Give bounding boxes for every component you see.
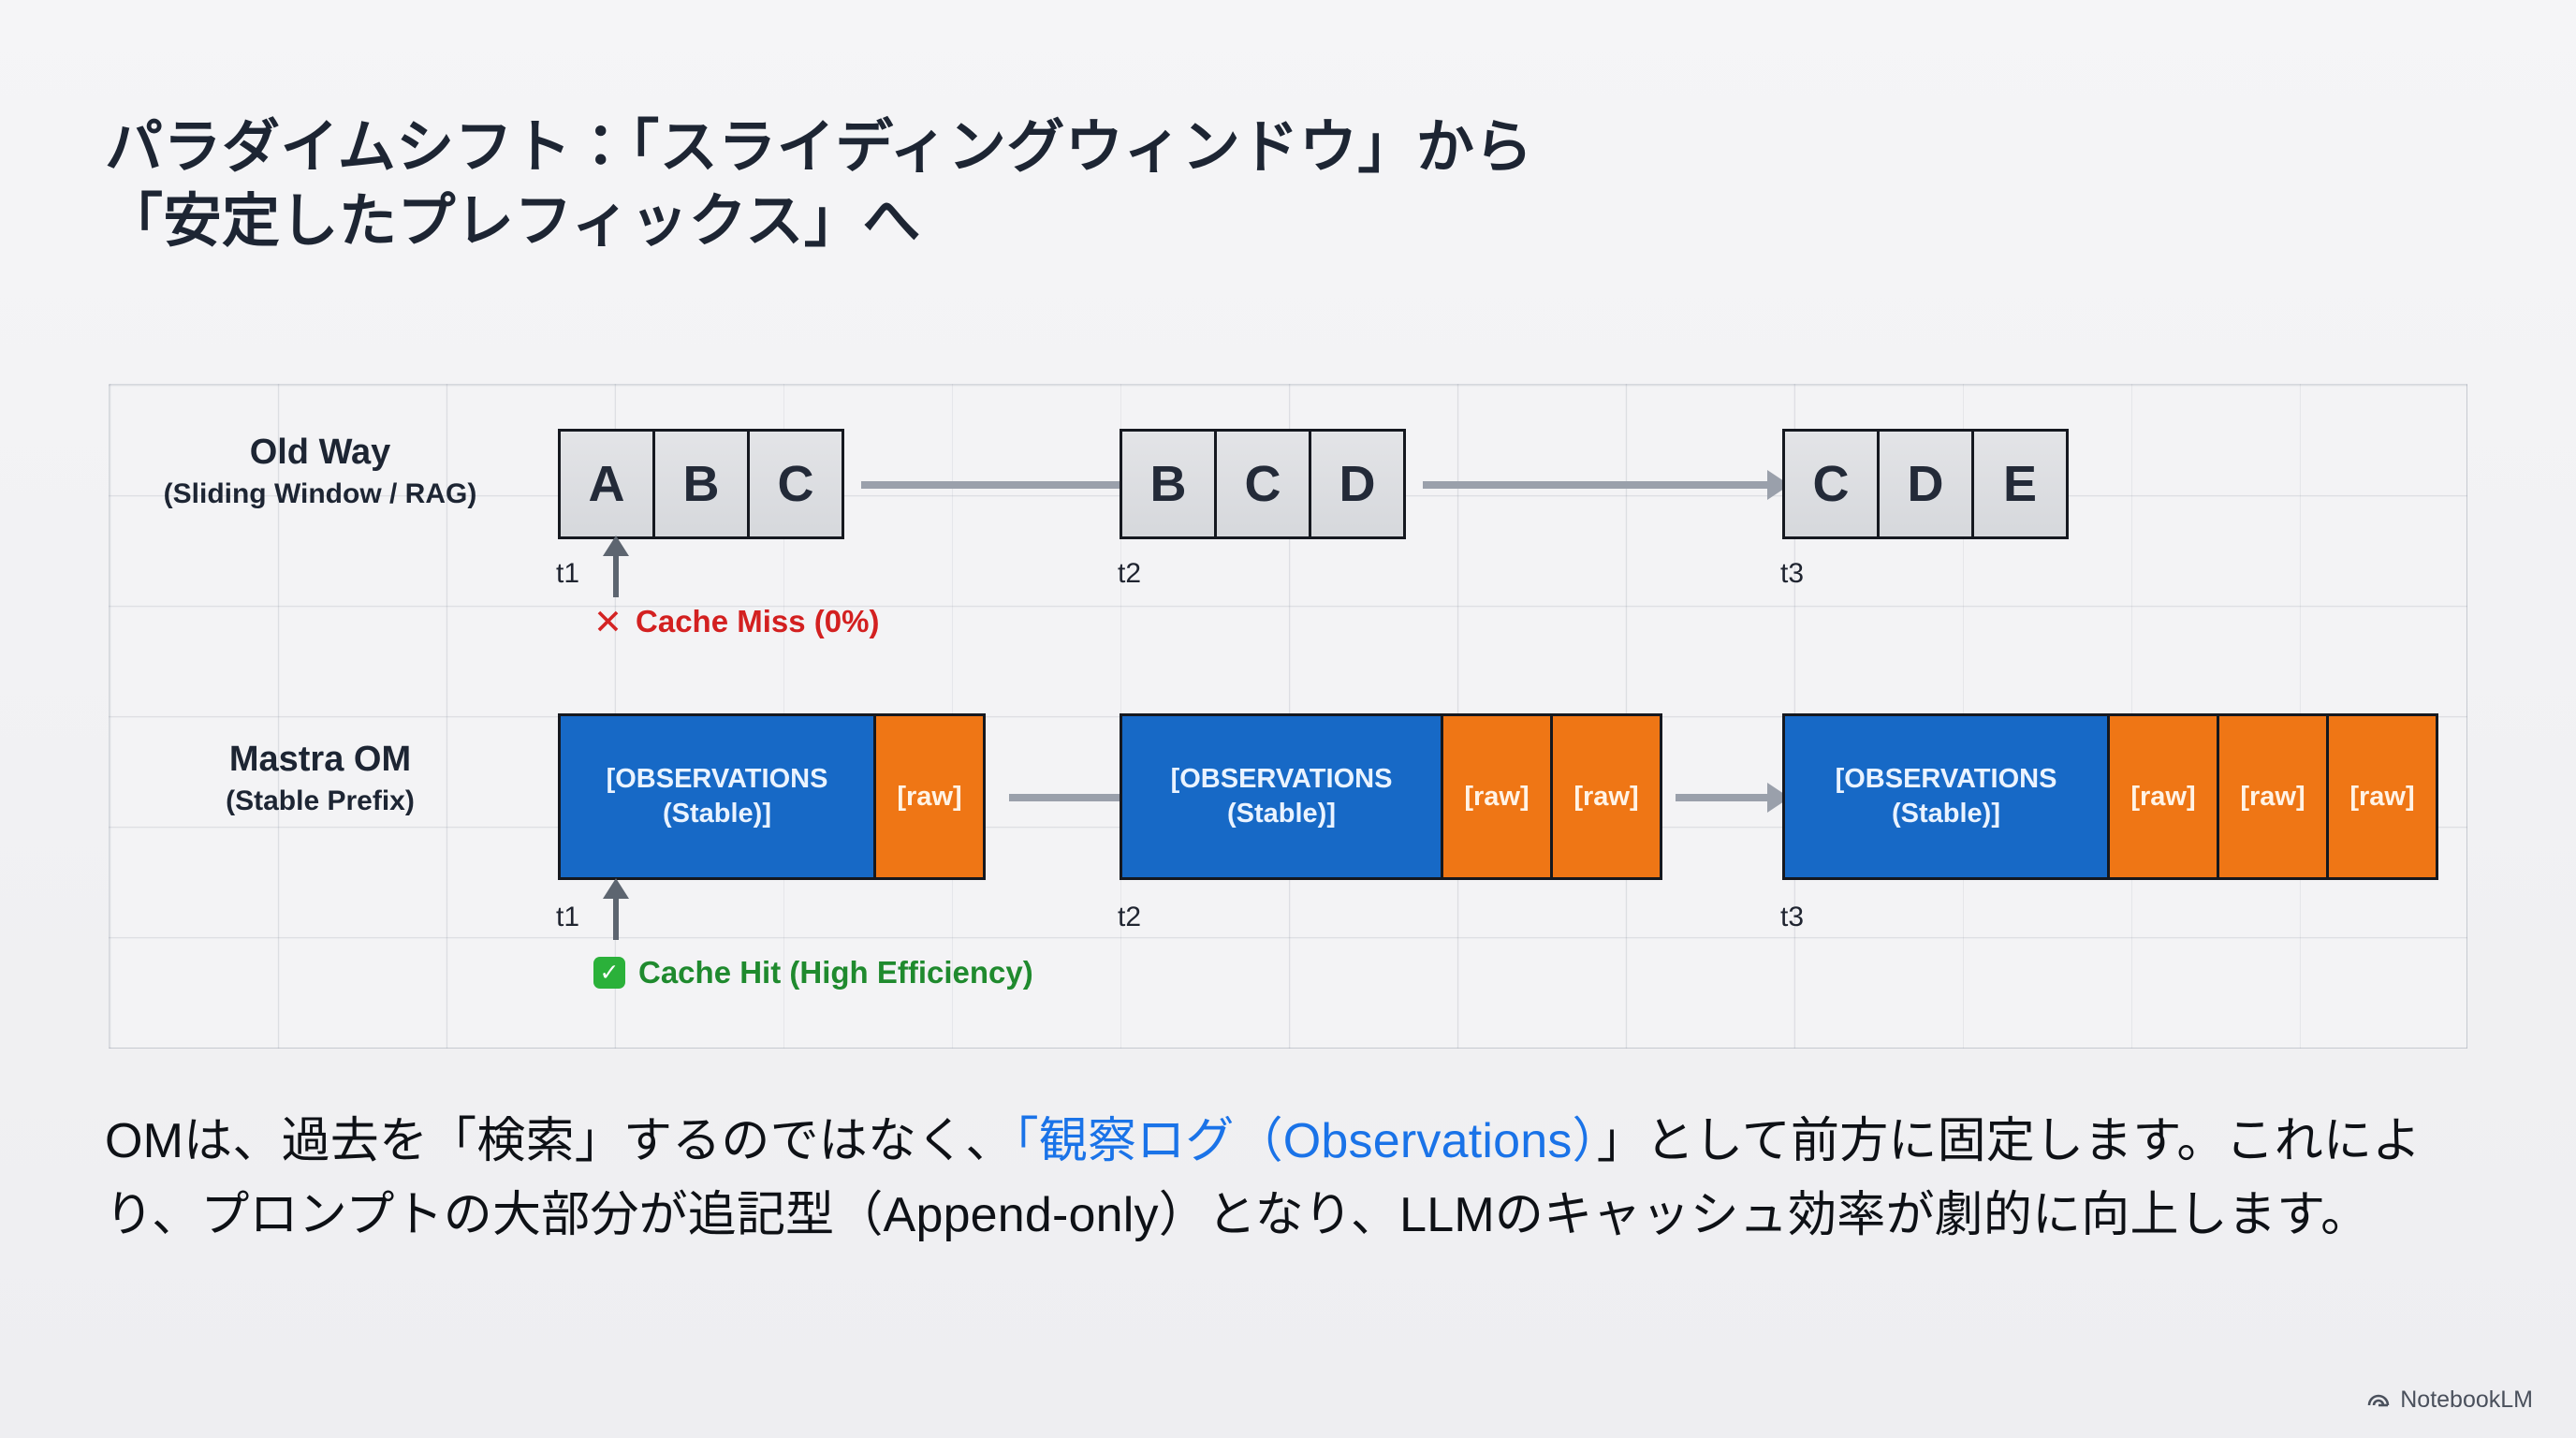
body-paragraph: OMは、過去を「検索」するのではなく、「観察ログ（Observations）」と… [105, 1105, 2501, 1253]
time-marker-old-t3: t3 [1780, 558, 1805, 589]
body-segment-3: 」として前方に固定します。これにより、プロンプトの大部分が追記型（Append-… [105, 1114, 2422, 1243]
raw-block: [raw] [2326, 713, 2438, 880]
row-label-old-way: Old Way (Sliding Window / RAG) [105, 433, 535, 511]
body-segment-highlight: 「観察ログ（Observations） [1014, 1114, 1597, 1168]
notebooklm-watermark: NotebookLM [2366, 1387, 2533, 1414]
old-way-cell: C [747, 429, 844, 539]
row-label-old-way-main: Old Way [249, 433, 391, 472]
raw-block: [raw] [2107, 713, 2219, 880]
old-way-cell: B [652, 429, 750, 539]
old-way-cell: D [1309, 429, 1406, 539]
title-line-1: パラダイムシフト：「スライディングウィンドウ」から [105, 115, 1533, 180]
body-segment-1: OMは、過去を「検索」するのではなく、 [105, 1114, 1015, 1168]
time-marker-om-t1: t1 [556, 902, 580, 932]
row-label-old-way-sub: (Sliding Window / RAG) [163, 477, 477, 509]
row-label-mastra-om-main: Mastra OM [228, 740, 412, 779]
old-way-group-t2: B C D [1120, 429, 1406, 539]
old-way-group-t1: A B C [558, 429, 844, 539]
notebooklm-label: NotebookLM [2400, 1387, 2533, 1413]
old-way-cell: C [1214, 429, 1311, 539]
flow-arrow-old-t2-t3 [1423, 470, 1790, 500]
cache-hit-annotation: ✓ Cache Hit (High Efficiency) [593, 955, 1033, 990]
old-way-cell: C [1782, 429, 1880, 539]
mastra-om-group-t3: [OBSERVATIONS (Stable)] [raw] [raw] [raw… [1782, 713, 2438, 880]
raw-block: [raw] [1550, 713, 1662, 880]
raw-block: [raw] [1441, 713, 1553, 880]
mastra-om-group-t1: [OBSERVATIONS (Stable)] [raw] [558, 713, 986, 880]
pointer-arrow-old-t1 [603, 536, 629, 597]
row-label-mastra-om: Mastra OM (Stable Prefix) [105, 740, 535, 818]
old-way-cell: B [1120, 429, 1217, 539]
flow-arrow-om-t2-t3 [1676, 783, 1790, 813]
row-label-mastra-om-sub: (Stable Prefix) [226, 785, 415, 816]
cache-hit-label: Cache Hit (High Efficiency) [638, 955, 1033, 990]
mastra-om-group-t2: [OBSERVATIONS (Stable)] [raw] [raw] [1120, 713, 1662, 880]
stable-prefix-block: [OBSERVATIONS (Stable)] [1782, 713, 2110, 880]
flow-arrow-old-t1-t2 [861, 470, 1142, 500]
cache-miss-annotation: ✕ Cache Miss (0%) [593, 604, 879, 639]
pointer-arrow-om-t1 [603, 878, 629, 940]
old-way-group-t3: C D E [1782, 429, 2069, 539]
time-marker-om-t2: t2 [1118, 902, 1142, 932]
stable-prefix-block: [OBSERVATIONS (Stable)] [1120, 713, 1443, 880]
old-way-cell: A [558, 429, 655, 539]
old-way-cell: D [1877, 429, 1974, 539]
time-marker-om-t3: t3 [1780, 902, 1805, 932]
stable-prefix-block: [OBSERVATIONS (Stable)] [558, 713, 876, 880]
title-line-2: 「安定したプレフィックス」へ [105, 189, 921, 255]
raw-block: [raw] [2217, 713, 2329, 880]
flow-arrow-om-t1-t2 [1009, 783, 1142, 813]
time-marker-old-t1: t1 [556, 558, 580, 589]
page-title: パラダイムシフト：「スライディングウィンドウ」から 「安定したプレフィックス」へ [105, 110, 2351, 259]
old-way-cell: E [1971, 429, 2069, 539]
raw-block: [raw] [873, 713, 986, 880]
cache-miss-label: Cache Miss (0%) [636, 604, 880, 638]
cross-icon: ✕ [593, 602, 623, 641]
notebooklm-logo-icon [2366, 1387, 2391, 1414]
time-marker-old-t2: t2 [1118, 558, 1142, 589]
check-icon: ✓ [593, 957, 625, 989]
